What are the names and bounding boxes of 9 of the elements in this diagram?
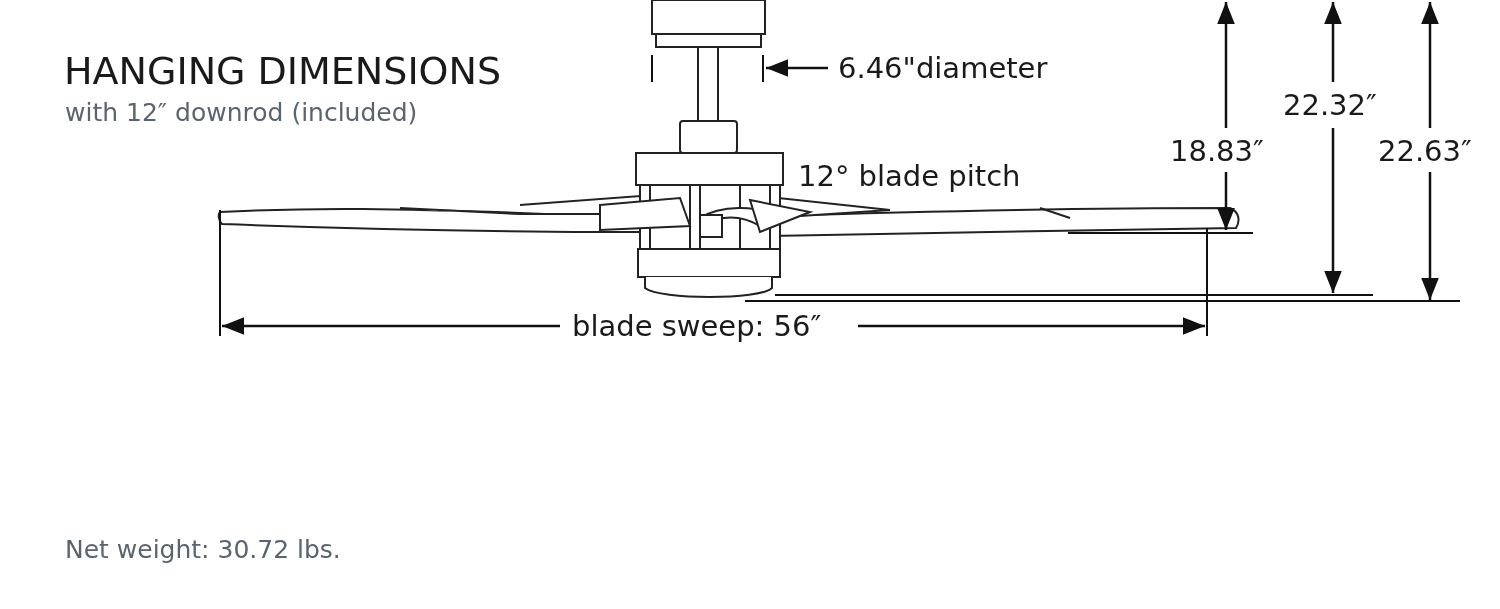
dimension-label: 6.46"diameter [838, 54, 1048, 83]
title: HANGING DIMENSIONS [64, 52, 502, 90]
dimension-label: 12° blade pitch [798, 162, 1021, 191]
dimension-label: 22.32″ [1283, 91, 1377, 120]
dimension-label: 22.63″ [1378, 137, 1472, 166]
note-text: Net weight: 30.72 lbs. [65, 537, 341, 562]
dimension-label: 18.83″ [1170, 137, 1264, 166]
subtitle: with 12″ downrod (included) [65, 100, 418, 125]
dimension-label: blade sweep: 56″ [572, 312, 822, 341]
